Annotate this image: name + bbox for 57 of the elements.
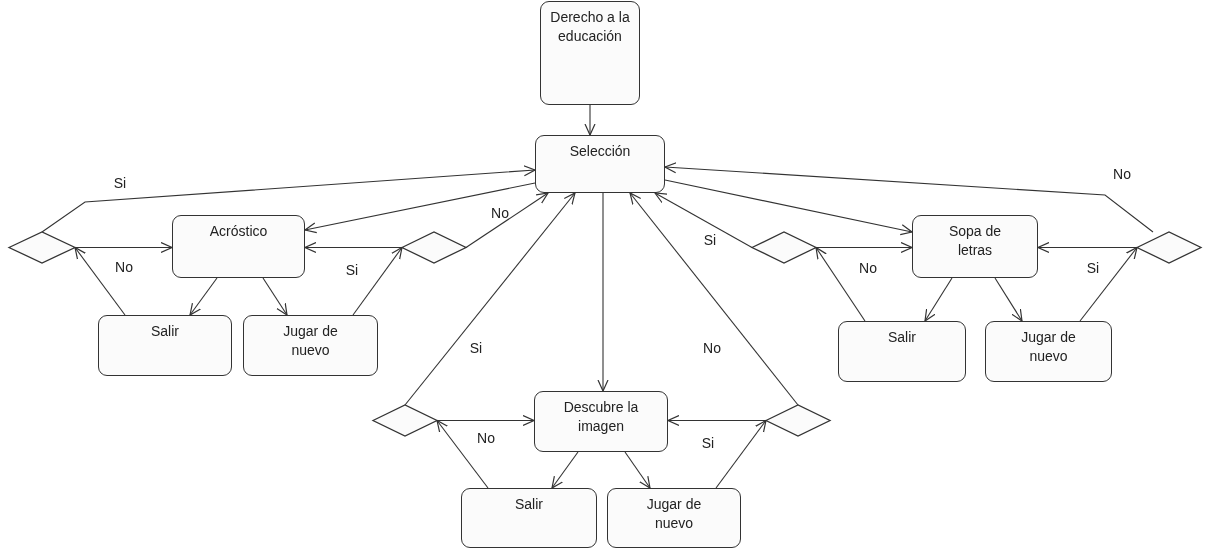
arrow [404, 192, 576, 406]
arrow [629, 192, 799, 406]
arrow [262, 277, 288, 316]
arrow [654, 192, 753, 249]
arrow [41, 165, 536, 233]
arrow [924, 277, 953, 322]
process-box: Sopa de letras [912, 215, 1038, 278]
arrow [1079, 246, 1138, 322]
arrow [74, 241, 173, 254]
arrow [815, 246, 866, 322]
arrow [551, 451, 579, 489]
edge-label: Si [1086, 260, 1100, 276]
edge-label: Si [345, 262, 359, 278]
arrow [624, 451, 651, 489]
arrow [304, 182, 536, 234]
arrow [715, 419, 767, 489]
process-box: Derecho a la educación [540, 1, 640, 105]
edge-label: No [859, 260, 877, 276]
arrow [994, 277, 1023, 322]
decision-diamond [402, 232, 466, 263]
decision-diamond [766, 405, 830, 436]
edge-label: Si [703, 232, 717, 248]
process-box: Salir [98, 315, 232, 376]
arrow [664, 179, 913, 236]
arrow [189, 277, 218, 316]
edge-label: No [491, 205, 509, 221]
edge-label: No [1113, 166, 1131, 182]
process-box: Selección [535, 135, 665, 193]
arrow [1037, 241, 1138, 254]
arrow [74, 246, 126, 316]
process-box: Jugar de nuevo [243, 315, 378, 376]
edge-label: Si [469, 340, 483, 356]
decision-diamond [373, 405, 437, 436]
edge-label: No [477, 430, 495, 446]
arrow [465, 192, 549, 249]
edge-label: No [115, 259, 133, 275]
arrow [584, 104, 596, 136]
edge-label: No [703, 340, 721, 356]
arrow [815, 241, 913, 254]
decision-diamond [1137, 232, 1201, 263]
decision-diamond [9, 232, 75, 263]
process-box: Acróstico [172, 215, 305, 278]
arrow [304, 241, 403, 254]
process-box: Jugar de nuevo [985, 321, 1112, 382]
process-box: Salir [838, 321, 966, 382]
decision-diamond [752, 232, 816, 263]
arrow [664, 162, 1154, 233]
edge-label: Si [113, 175, 127, 191]
arrow [352, 246, 403, 316]
arrow [436, 414, 535, 427]
arrow [436, 419, 489, 489]
process-box: Jugar de nuevo [607, 488, 741, 548]
process-box: Salir [461, 488, 597, 548]
arrow [597, 192, 609, 392]
process-box: Descubre la imagen [534, 391, 668, 452]
arrow [667, 414, 767, 427]
edge-label: Si [701, 435, 715, 451]
